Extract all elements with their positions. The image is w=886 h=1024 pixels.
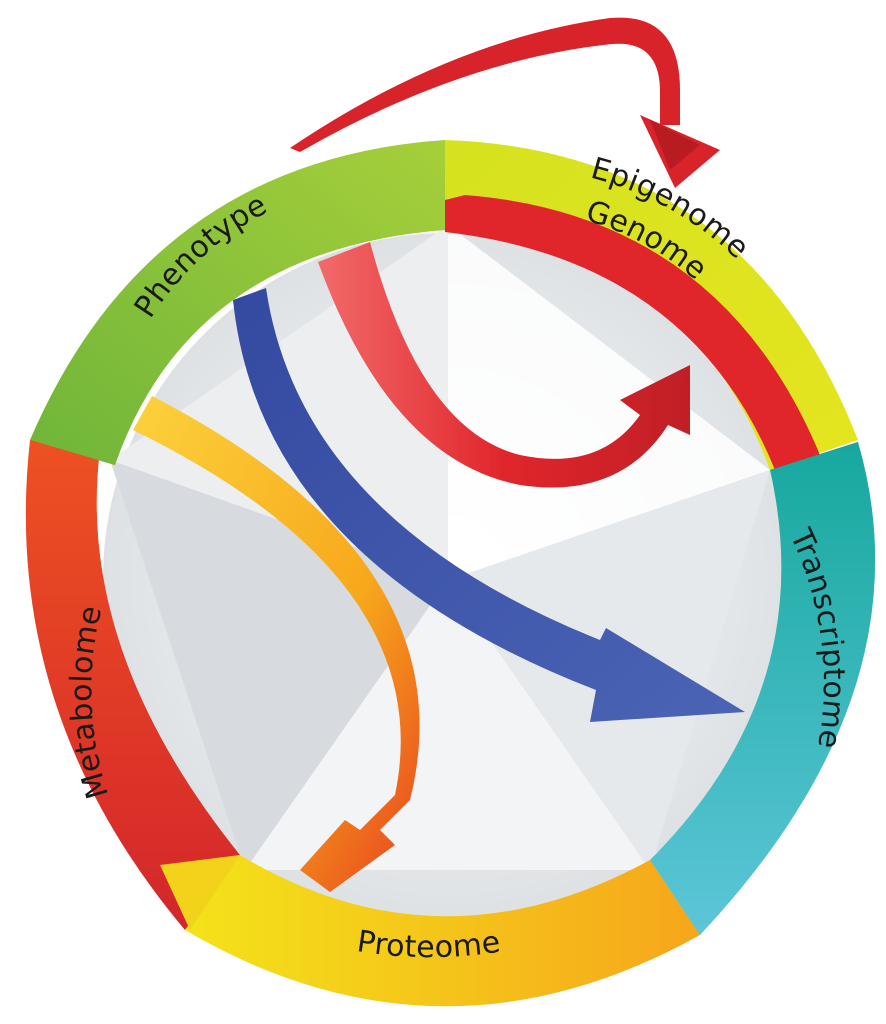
transcriptome-segment [650,442,876,935]
genome-loop-arrow [318,242,690,488]
phenotype-to-proteome-arrow [133,396,420,892]
genome-segment [445,195,820,470]
metabolome-segment [25,440,240,930]
proteome-arrowhead [160,855,240,930]
proteome-segment [185,855,700,1007]
phenotype-to-transcriptome-arrow [233,288,745,722]
ring [25,140,876,1007]
phenotype-to-epigenome-arrow [290,17,720,188]
proteome-label: Proteome [355,924,503,965]
phenotype-segment [30,140,445,465]
